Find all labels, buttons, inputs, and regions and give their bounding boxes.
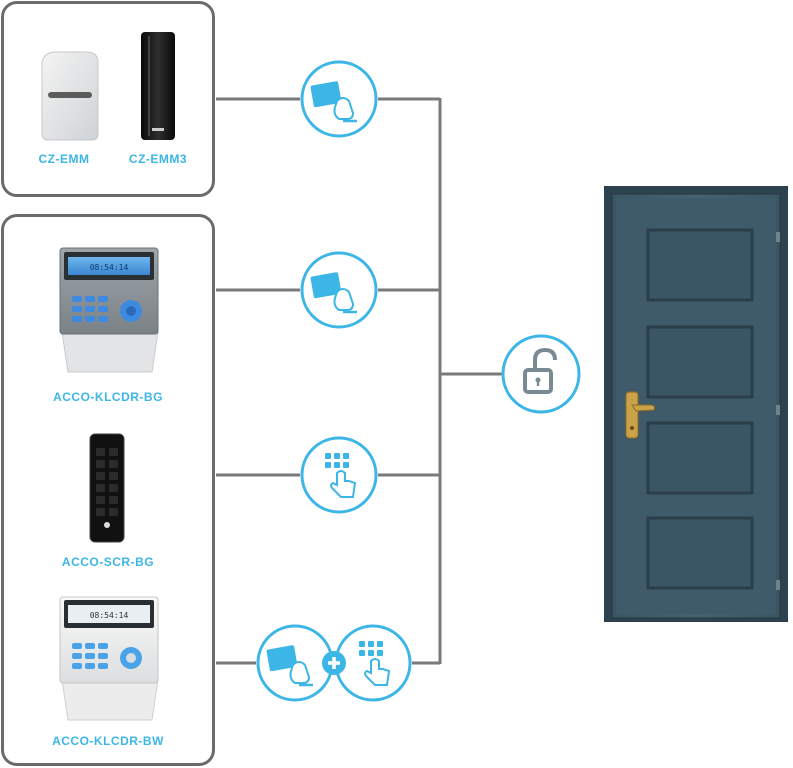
card-icon bbox=[300, 251, 378, 329]
cz-emm-label: CZ-EMM bbox=[38, 152, 90, 166]
cz-emm3-device bbox=[141, 32, 175, 140]
acco-klcdr-bw-label: ACCO-KLCDR-BW bbox=[52, 734, 164, 748]
keypads-group-box bbox=[1, 214, 215, 766]
acco-klcdr-bg-label: ACCO-KLCDR-BG bbox=[53, 390, 163, 404]
plus-icon bbox=[322, 651, 346, 675]
bg-lcd-text: 08:54:14 bbox=[90, 263, 129, 272]
acco-scr-bg-device bbox=[89, 433, 125, 543]
card-icon bbox=[300, 60, 378, 138]
door-handle bbox=[625, 391, 655, 439]
door bbox=[604, 186, 788, 622]
card-icon bbox=[256, 624, 334, 702]
acco-scr-bg-label: ACCO-SCR-BG bbox=[61, 555, 155, 569]
cz-emm-device bbox=[41, 51, 99, 141]
keypad-touch-icon bbox=[334, 624, 412, 702]
acco-klcdr-bg-device: 08:54:14 bbox=[59, 247, 159, 373]
acco-klcdr-bw-device: 08:54:14 bbox=[59, 596, 159, 721]
readers-group-box bbox=[1, 1, 215, 197]
bw-lcd-text: 08:54:14 bbox=[90, 611, 129, 620]
unlock-icon bbox=[501, 334, 581, 414]
cz-emm3-label: CZ-EMM3 bbox=[128, 152, 188, 166]
keypad-touch-icon bbox=[300, 436, 378, 514]
connector-lines bbox=[216, 97, 502, 665]
